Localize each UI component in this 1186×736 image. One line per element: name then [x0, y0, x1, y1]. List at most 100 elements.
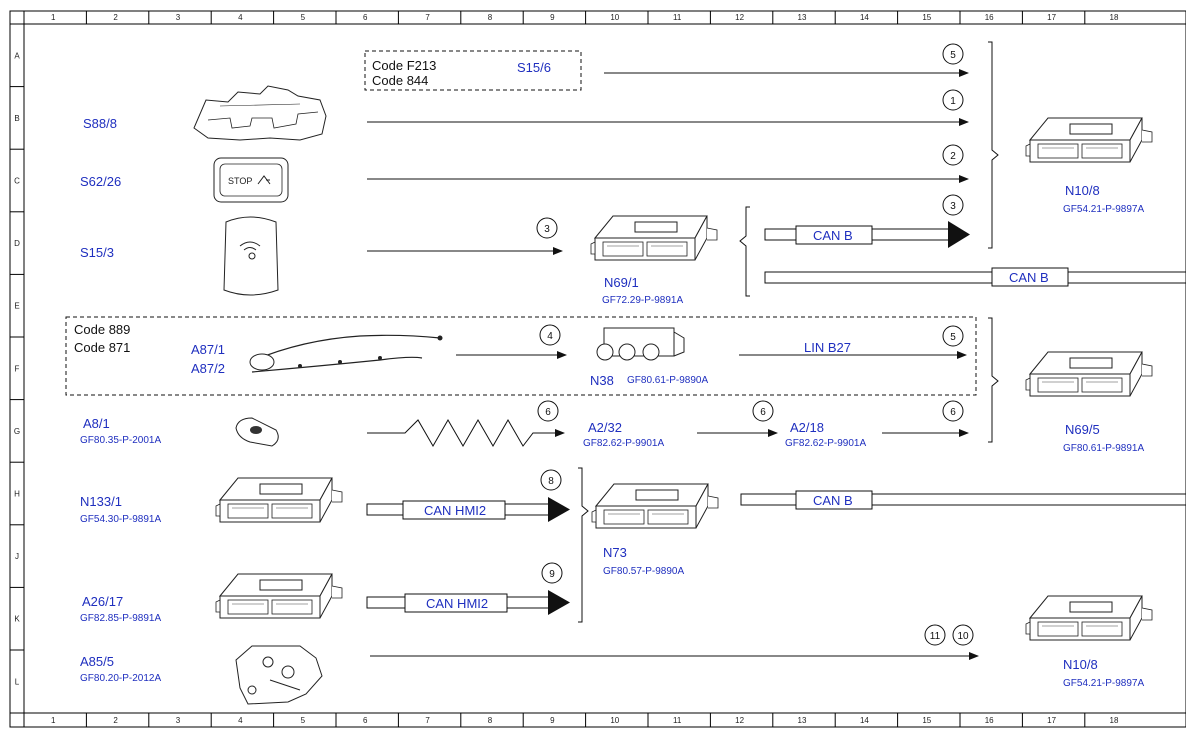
can-b-bus-1: CAN B: [764, 221, 970, 248]
ruler-column-label: 15: [922, 716, 931, 725]
svg-text:9: 9: [549, 569, 555, 580]
n69-1-module-icon: [590, 215, 718, 261]
ref-a26-17: GF82.85-P-9891A: [80, 613, 161, 624]
label-a2-18: A2/18: [790, 420, 824, 435]
a87-antenna-cable-icon: [249, 334, 443, 373]
ref-n10-8-bottom: GF54.21-P-9897A: [1063, 678, 1144, 689]
ruler-column-label: 2: [113, 716, 118, 725]
can-b-bus-3: CAN B: [740, 490, 1186, 510]
ref-n69-5: GF80.61-P-9891A: [1063, 443, 1144, 454]
a26-17-module-icon: [215, 573, 343, 619]
label-s88-8: S88/8: [83, 116, 117, 131]
marker-3-right: 3: [942, 194, 964, 216]
brace-n73: [578, 467, 589, 623]
label-n69-5: N69/5: [1065, 422, 1100, 437]
marker-10: 10: [952, 624, 974, 646]
label-a87-1: A87/1: [191, 342, 225, 357]
can-b-label-3: CAN B: [813, 493, 853, 508]
code-f213: Code F213: [372, 58, 436, 73]
n10-8-module-icon: [1025, 117, 1153, 163]
label-n73: N73: [603, 545, 627, 560]
code-889: Code 889: [74, 322, 130, 337]
brace-n69-1-bus: [739, 206, 750, 297]
label-a85-5: A85/5: [80, 654, 114, 669]
ruler-column-label: 8: [488, 13, 493, 22]
a8-1-key-fob-icon: [235, 417, 279, 447]
a85-5-latch-icon: [235, 645, 323, 705]
svg-text:6: 6: [760, 407, 766, 418]
label-a8-1: A8/1: [83, 416, 110, 431]
brace-n69-5: [988, 317, 999, 443]
marker-5-lin: 5: [942, 325, 964, 347]
can-b-label-1: CAN B: [813, 228, 853, 243]
marker-4: 4: [539, 324, 561, 346]
ref-n73: GF80.57-P-9890A: [603, 566, 684, 577]
ruler-row-label: J: [15, 552, 19, 561]
ruler-column-label: 17: [1047, 13, 1056, 22]
n73-module-icon: [591, 483, 719, 529]
svg-text:2: 2: [950, 151, 956, 162]
ruler-column-label: 6: [363, 13, 368, 22]
ruler-row-label: H: [14, 490, 20, 499]
ruler-column-label: 1: [51, 13, 56, 22]
ruler-column-label: 9: [550, 13, 555, 22]
svg-text:11: 11: [930, 631, 941, 642]
ruler-column-label: 3: [176, 716, 181, 725]
svg-text:10: 10: [957, 631, 969, 642]
ruler-row-label: E: [14, 302, 19, 311]
ruler-column-label: 13: [798, 13, 807, 22]
can-hmi2-label-2: CAN HMI2: [426, 596, 488, 611]
code-871: Code 871: [74, 340, 130, 355]
marker-3-left: 3: [536, 217, 558, 239]
ref-n133-1: GF54.30-P-9891A: [80, 514, 161, 525]
marker-1: 1: [942, 89, 964, 111]
ruler-row-label: L: [15, 677, 20, 686]
svg-text:1: 1: [950, 96, 956, 107]
s88-8-switch-block-icon: [193, 85, 327, 141]
ref-n38: GF80.61-P-9890A: [627, 375, 708, 386]
ruler-column-label: 9: [550, 716, 555, 725]
ruler-column-label: 17: [1047, 716, 1056, 725]
n69-5-module-icon: [1025, 351, 1153, 397]
ref-a85-5: GF80.20-P-2012A: [80, 673, 161, 684]
svg-text:5: 5: [950, 332, 956, 343]
can-hmi2-bus-2: CAN HMI2: [366, 590, 570, 615]
svg-text:3: 3: [950, 201, 956, 212]
ruler-column-label: 4: [238, 13, 243, 22]
signal-line-a8-1-wireless: [367, 418, 565, 448]
ruler-column-label: 2: [113, 13, 118, 22]
marker-6-b: 6: [752, 400, 774, 422]
ref-n10-8-top: GF54.21-P-9897A: [1063, 204, 1144, 215]
ruler-row-label: B: [14, 114, 19, 123]
s62-26-stop-switch-icon: STOP: [213, 157, 289, 203]
label-n133-1: N133/1: [80, 494, 122, 509]
marker-6-c: 6: [942, 400, 964, 422]
label-a87-2: A87/2: [191, 361, 225, 376]
ruler-column-label: 14: [860, 13, 869, 22]
label-a26-17: A26/17: [82, 594, 123, 609]
ruler-column-label: 11: [673, 13, 682, 22]
stop-switch-text: STOP: [228, 176, 252, 186]
code-844: Code 844: [372, 73, 428, 88]
ruler-column-label: 4: [238, 716, 243, 725]
code-box-889: [65, 316, 977, 396]
svg-text:6: 6: [545, 407, 551, 418]
ruler-column-label: 5: [301, 13, 306, 22]
ruler-column-label: 15: [922, 13, 931, 22]
drawing-frame: [9, 10, 1186, 728]
can-hmi2-label-1: CAN HMI2: [424, 503, 486, 518]
ruler-row-label: G: [14, 427, 20, 436]
ruler-column-label: 7: [425, 13, 430, 22]
svg-text:5: 5: [950, 50, 956, 61]
can-b-label-2: CAN B: [1009, 270, 1049, 285]
label-a2-32: A2/32: [588, 420, 622, 435]
ruler-row-label: A: [14, 51, 20, 60]
code-box-f213: [364, 50, 582, 91]
marker-11: 11: [924, 624, 946, 646]
ruler-row-label: D: [14, 239, 20, 248]
ruler-column-label: 11: [673, 716, 682, 725]
marker-2: 2: [942, 144, 964, 166]
ruler-column-label: 8: [488, 716, 493, 725]
ruler-row-label: K: [14, 615, 20, 624]
